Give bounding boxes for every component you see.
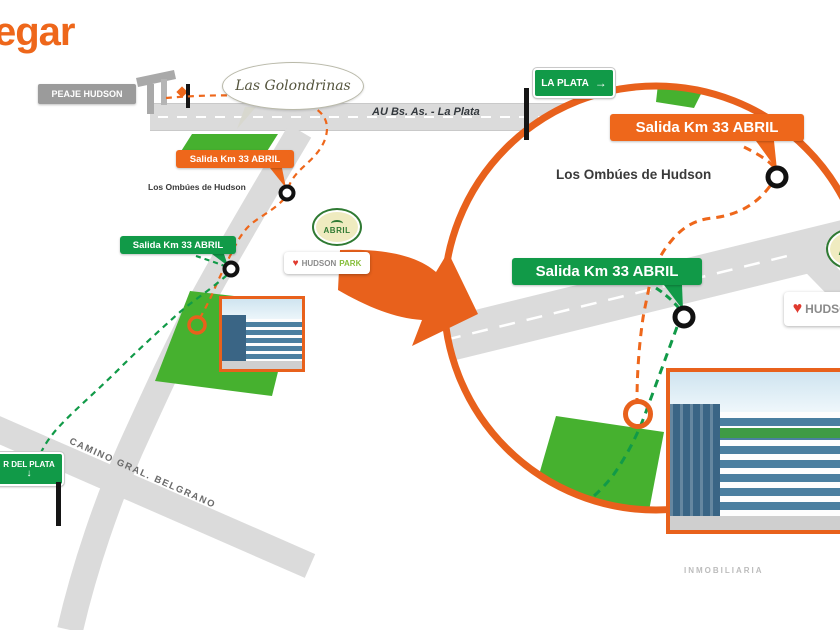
hudson-label: HUDSON: [301, 258, 337, 268]
peaje-hudson-sign: PEAJE HUDSON: [38, 84, 136, 104]
abril-label: ABRIL: [323, 225, 351, 235]
salida-km33-orange-sign: Salida Km 33 ABRIL: [176, 150, 294, 168]
waypoint-ring-green: [222, 260, 240, 278]
highway-label: AU Bs. As. - La Plata: [372, 106, 480, 118]
abril-badge: ABRIL: [312, 208, 362, 246]
heart-icon: ♥: [792, 300, 803, 317]
route-orange-dashed-highway: [165, 94, 329, 191]
la-plata-label: LA PLATA: [541, 77, 589, 89]
watermark: INMOBILIARIA: [684, 566, 764, 575]
green-sign-pointer: [212, 254, 228, 266]
park-label: PARK: [339, 258, 362, 268]
la-plata-signpost: [524, 88, 529, 140]
las-golondrinas-label: Las Golondrinas: [235, 78, 351, 94]
heart-icon: ♥: [292, 257, 299, 269]
photo-ground: [670, 516, 840, 530]
zoom-waypoint-ring-orange: [765, 165, 789, 189]
las-golondrinas-sign: Las Golondrinas: [222, 62, 364, 110]
photo-tower: [670, 404, 720, 516]
zoom-destination-ring: [623, 399, 653, 429]
building-photo-large: [666, 368, 840, 534]
la-plata-sign: LA PLATA →: [532, 67, 616, 99]
camino-belgrano-road: [0, 416, 316, 578]
building-photo-small: [219, 296, 305, 372]
photo-tower: [222, 315, 246, 361]
leaf-icon: [331, 219, 343, 227]
mar-del-plata-signpost: [56, 482, 61, 526]
zoom-abril-label: ABRIL: [839, 248, 840, 257]
zoom-hudson-park-sign: ♥ HUDSON PARK: [784, 292, 840, 326]
photo-ground: [222, 361, 302, 369]
destination-ring: [187, 315, 207, 335]
zoom-route-green-descent: [575, 326, 679, 507]
los-ombues-label: Los Ombúes de Hudson: [148, 182, 246, 192]
route-orange-dashed-descent: [198, 198, 285, 321]
zoom-branch-road: [790, 238, 840, 330]
right-arrow-icon: →: [594, 76, 607, 90]
photo-signage-strip: [720, 428, 840, 438]
orange-sign-pointer: [270, 168, 286, 188]
zoom-salida-km33-green-sign: Salida Km 33 ABRIL: [512, 258, 702, 285]
zoom-waypoint-ring-green: [672, 305, 696, 329]
zoom-route-green-arrow: [655, 286, 683, 312]
mar-del-plata-label: R DEL PLATA: [3, 459, 55, 469]
zoom-los-ombues-label: Los Ombúes de Hudson: [556, 167, 712, 182]
hudson-park-sign: ♥ HUDSON PARK: [284, 252, 370, 274]
route-green-dashed-descent: [36, 274, 228, 463]
page-title: egar: [0, 10, 75, 54]
down-arrow-icon: ↓: [26, 467, 32, 479]
waypoint-ring-orange: [278, 184, 296, 202]
mar-del-plata-sign: R DEL PLATA ↓: [0, 451, 65, 487]
zoom-orange-sign-pointer: [756, 141, 777, 170]
zoom-salida-km33-orange-sign: Salida Km 33 ABRIL: [610, 114, 804, 141]
salida-km33-green-sign: Salida Km 33 ABRIL: [120, 236, 236, 254]
zoom-green-sign-pointer: [664, 285, 683, 310]
callout-pointer: [237, 107, 256, 129]
magnify-arrow: [338, 249, 478, 346]
zoom-hudson-label: HUDSON: [805, 302, 840, 316]
zoom-route-orange-arrow: [743, 145, 778, 171]
